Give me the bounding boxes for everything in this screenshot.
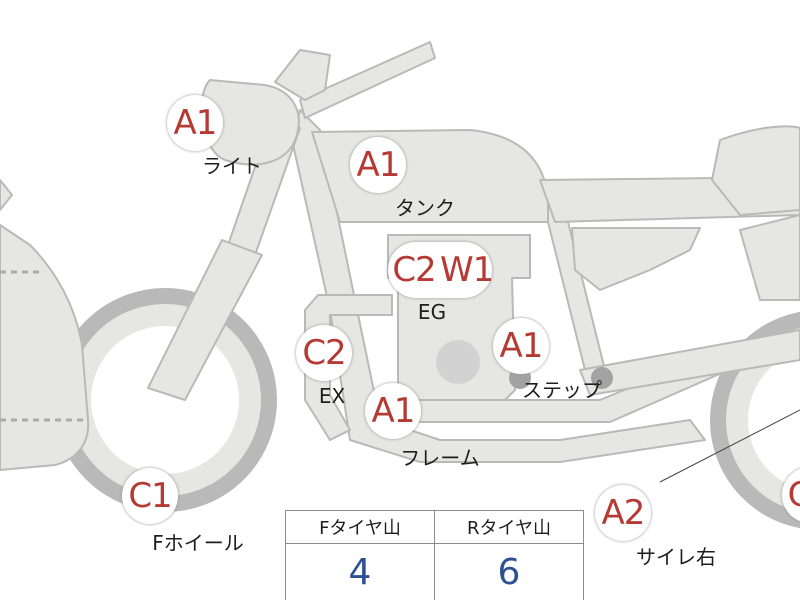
front-panel <box>0 224 90 471</box>
label-engine: EG <box>417 300 447 324</box>
marker-rear-wheel: C <box>782 467 800 523</box>
handlebar <box>299 41 436 119</box>
leader-line <box>659 409 800 483</box>
step-peg-right <box>591 367 613 389</box>
label-tank: タンク <box>395 196 455 220</box>
rear-fender <box>711 125 800 216</box>
front-wheel-shape <box>53 288 277 512</box>
header-front-tire: Fタイヤ山 <box>285 510 435 544</box>
marker-muffler-right: A2 <box>595 485 651 541</box>
marker-tank: A1 <box>350 137 406 193</box>
left-structure <box>0 179 13 211</box>
label-front-wheel: Fホイール <box>152 531 244 555</box>
engine-cover <box>436 340 480 384</box>
front-fork-lower <box>147 239 263 401</box>
tire-tread-table: Fタイヤ山 Rタイヤ山 4 6 <box>285 510 584 600</box>
marker-exhaust: C2 <box>296 325 352 381</box>
label-exhaust: EX <box>318 384 346 408</box>
label-step: ステップ <box>522 378 602 402</box>
marker-engine: C2 W1 <box>388 242 494 298</box>
value-rear-tire: 6 <box>434 543 584 600</box>
marker-light: A1 <box>167 95 223 151</box>
rear-wheel-inner <box>726 328 800 512</box>
side-cover <box>571 227 701 291</box>
swing-arm <box>579 329 800 396</box>
marker-frame: A1 <box>365 383 421 439</box>
label-light: ライト <box>202 154 262 178</box>
label-frame: フレーム <box>400 446 480 470</box>
marker-front-wheel: C1 <box>122 468 178 524</box>
value-front-tire: 4 <box>285 543 435 600</box>
mirror <box>274 49 331 101</box>
label-muffler-right: サイレ右 <box>636 545 716 569</box>
rear-tail <box>739 214 800 301</box>
header-rear-tire: Rタイヤ山 <box>434 510 584 544</box>
marker-step: A1 <box>493 318 549 374</box>
front-wheel-inner <box>69 304 261 496</box>
rear-wheel-shape <box>710 311 800 529</box>
